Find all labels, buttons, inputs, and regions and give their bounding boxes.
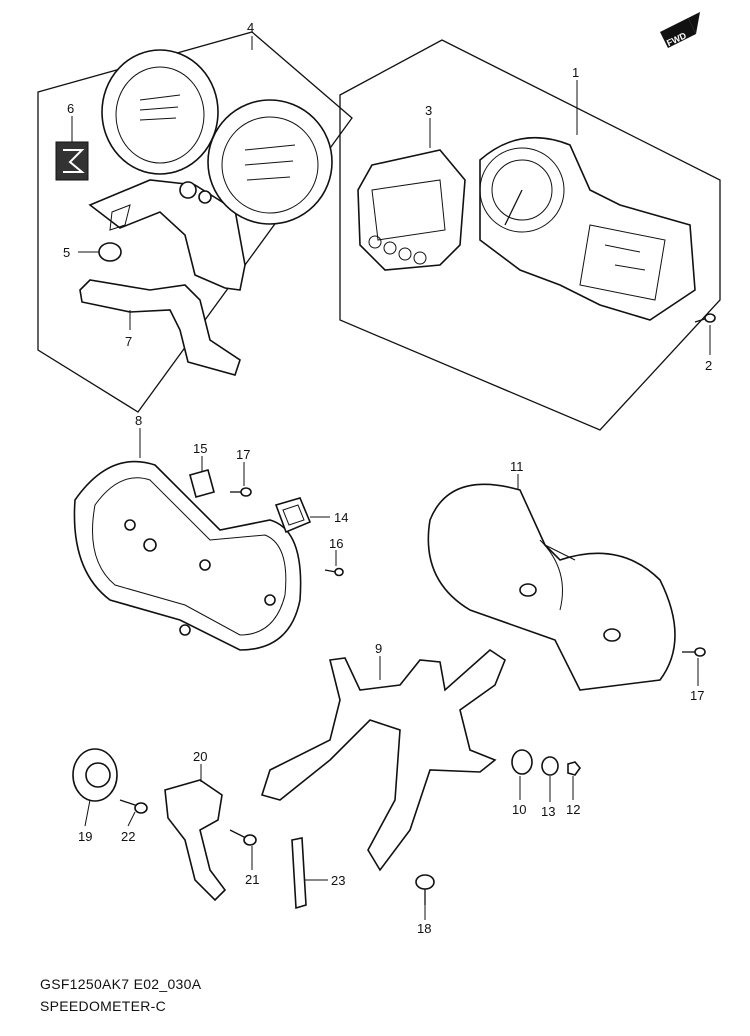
callout-13: 13 [541,804,555,819]
callout-20: 20 [193,749,207,764]
part-14-indicator-cover [274,497,312,534]
part-3-lens-cover [357,149,466,271]
callout-17-lower: 17 [690,688,704,703]
callout-11: 11 [510,459,524,474]
diagram-code: GSF1250AK7 E02_030A [40,976,202,992]
callout-18: 18 [417,921,431,936]
part-5-cap [98,242,122,262]
part-20-harness-clamp [164,779,227,902]
part-17-screw-lower [682,647,706,657]
part-16-screw [324,567,344,577]
fwd-direction-badge: FWD [660,12,700,48]
callout-labels: 1 2 3 4 5 6 7 8 9 10 11 12 13 14 15 16 1… [63,20,712,936]
callout-21: 21 [245,872,259,887]
part-21-screw [229,829,257,846]
part-19-socket [72,748,118,802]
callout-8: 8 [135,413,142,428]
part-10-damper [511,749,533,775]
callout-15: 15 [193,441,207,456]
callout-19: 19 [78,829,92,844]
part-11-rear-cover [427,483,676,691]
callout-5: 5 [63,245,70,260]
part-8-meter-case [73,460,302,651]
part-1-meter-assembly [479,136,696,321]
callout-10: 10 [512,802,526,817]
group-box-meter [339,39,721,431]
callout-7: 7 [125,334,132,349]
part-23-clamp-strip [291,837,307,910]
part-15-grommet [189,469,215,498]
part-9-mounting-bracket [260,648,506,872]
part-13-washer [541,756,559,776]
callout-4: 4 [247,20,254,35]
part-17-screw-upper [230,487,252,497]
callout-12: 12 [566,802,580,817]
callout-6: 6 [67,101,74,116]
callout-23: 23 [331,873,345,888]
part-22-screw [119,799,148,814]
callout-9: 9 [375,641,382,656]
part-12-nut [567,761,582,776]
part-2-screw [694,313,716,323]
callout-leader-lines [71,36,711,920]
part-4-bezel [88,49,333,291]
callout-16: 16 [329,536,343,551]
callout-14: 14 [334,510,348,525]
part-18-bolt [415,874,435,905]
callout-1: 1 [572,65,579,80]
callout-3: 3 [425,103,432,118]
part-7-bracket [79,279,241,376]
part-6-emblem [55,141,89,181]
callout-17-upper: 17 [236,447,250,462]
callout-22: 22 [121,829,135,844]
diagram-title: SPEEDOMETER-C [40,998,167,1014]
callout-2: 2 [705,358,712,373]
